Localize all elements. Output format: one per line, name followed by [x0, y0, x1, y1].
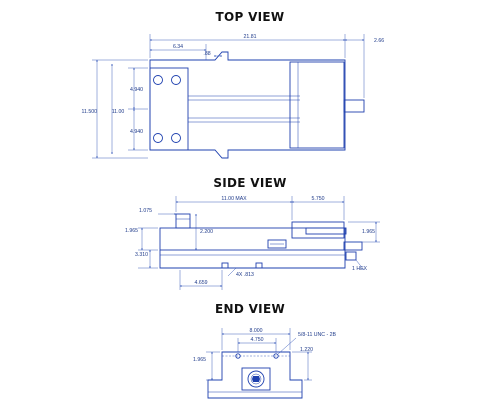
dim-handle-ext: 2.66 [374, 38, 384, 44]
end-screw-housing [241, 367, 271, 391]
side-fixed-jaw [175, 213, 191, 229]
top-hole-4 [171, 133, 181, 143]
side-screw-housing [305, 227, 347, 235]
side-slot-1 [221, 262, 229, 269]
dim-height-right: 1.965 [362, 229, 375, 235]
dim-inner-width: 11.00 [112, 109, 125, 115]
dim-upper-half: 4.940 [130, 87, 143, 93]
top-hole-1 [153, 75, 163, 85]
top-hole-3 [153, 133, 163, 143]
end-view-drawing: 8.000 4.750 5/8-11 UNC - 2B 1.965 1.220 [193, 328, 336, 399]
side-view-title: SIDE VIEW [213, 176, 287, 190]
note-hex: 1 HEX [352, 266, 368, 272]
top-hole-2 [171, 75, 181, 85]
top-fixed-jaw [149, 67, 189, 151]
side-slot-2 [255, 262, 263, 269]
end-screw [247, 370, 265, 388]
dim-outer-width: 8.000 [250, 328, 263, 334]
dim-base-offset: 4.659 [195, 280, 208, 286]
dim-jaw-face: 1.075 [139, 208, 152, 214]
dim-right-height: 1.220 [300, 347, 313, 353]
dim-screw-len: 5.750 [312, 196, 325, 202]
side-label-plate [267, 239, 287, 249]
top-screw-end [343, 99, 365, 113]
side-base [159, 250, 346, 269]
end-hole-left [235, 353, 241, 359]
end-hole-right [273, 353, 279, 359]
dim-height-left: 1.965 [125, 228, 138, 234]
top-view-drawing: 21.81 2.66 6.34 .88 11.500 11.00 4.940 4… [82, 34, 384, 159]
dim-jaw-offset: 6.34 [173, 44, 183, 50]
end-hex-icon [252, 376, 260, 382]
note-thread: 5/8-11 UNC - 2B [298, 332, 336, 338]
side-moving-jaw [291, 221, 345, 239]
dim-jaw-height: 2.200 [200, 229, 213, 235]
top-base-outline [149, 51, 346, 159]
side-hex [345, 251, 357, 261]
dim-base-height: 3.310 [135, 252, 148, 258]
top-view-title: TOP VIEW [215, 10, 285, 24]
dim-left-height: 1.965 [193, 357, 206, 363]
dim-hole-spacing: 4.750 [251, 337, 264, 343]
end-view-title: END VIEW [215, 302, 285, 316]
dim-overall-width: 11.500 [82, 109, 98, 115]
dim-lower-half: 4.940 [130, 129, 143, 135]
note-slot: 4X .813 [236, 272, 254, 278]
side-screw-end [343, 241, 363, 251]
dim-small-step: .88 [203, 51, 210, 57]
end-body [207, 351, 303, 399]
side-view-drawing: 11.00 MAX 5.750 1.075 1.965 3.310 2.200 … [125, 196, 380, 290]
dim-overall-length: 21.81 [244, 34, 257, 40]
side-body [159, 227, 346, 251]
dim-max-length: 11.00 MAX [221, 196, 247, 202]
